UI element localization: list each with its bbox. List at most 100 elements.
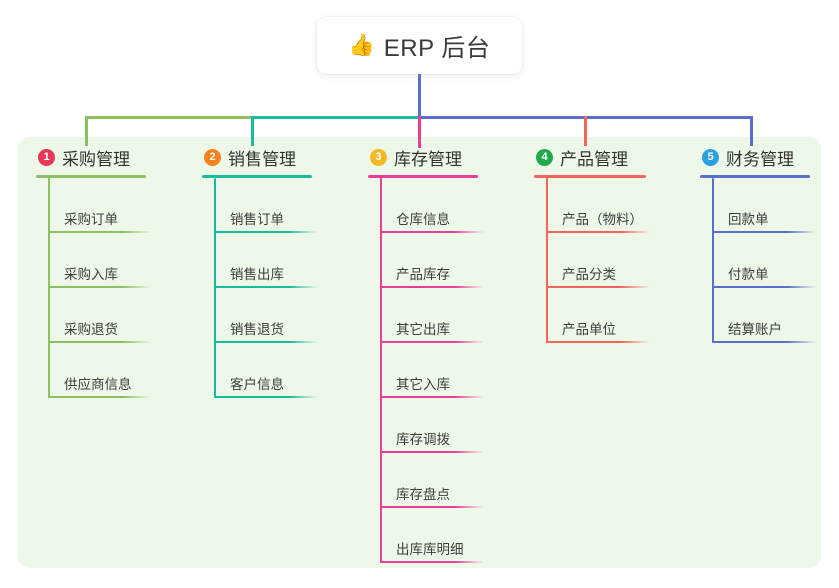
- column-header-rule-3: [368, 175, 478, 178]
- leaf-item-label: 采购退货: [64, 321, 118, 337]
- leaf-item-label: 其它出库: [396, 321, 450, 337]
- column-badge-1: 1: [38, 148, 55, 166]
- leaf-item-rule: [380, 341, 484, 343]
- leaf-item-rule: [546, 231, 650, 233]
- column-badge-4: 4: [536, 148, 553, 166]
- column-header-rule-4: [534, 175, 646, 178]
- leaf-item[interactable]: 销售订单: [214, 178, 326, 233]
- column-badge-2: 2: [204, 148, 221, 166]
- column-title-3: 库存管理: [394, 149, 462, 169]
- column-items-3: 仓库信息产品库存其它出库其它入库库存调拨库存盘点出库库明细: [380, 178, 492, 563]
- column-items-1: 采购订单采购入库采购退货供应商信息: [48, 178, 160, 398]
- leaf-item-rule: [380, 396, 484, 398]
- leaf-item[interactable]: 采购退货: [48, 288, 160, 343]
- column-header-3[interactable]: 3 库存管理: [368, 145, 492, 169]
- leaf-item-rule: [712, 231, 816, 233]
- column-title-5: 财务管理: [726, 149, 794, 169]
- leaf-item-rule: [380, 451, 484, 453]
- leaf-item-rule: [48, 396, 152, 398]
- column-header-4[interactable]: 4 产品管理: [534, 145, 658, 169]
- column-spine-4: [546, 178, 548, 343]
- column-header-2[interactable]: 2 销售管理: [202, 145, 326, 169]
- column-header-rule-1: [36, 175, 146, 178]
- column-items-5: 回款单付款单结算账户: [712, 178, 824, 343]
- leaf-item-label: 产品库存: [396, 266, 450, 282]
- leaf-item-rule: [380, 231, 484, 233]
- column-header-1[interactable]: 1 采购管理: [36, 145, 160, 169]
- leaf-item-rule: [214, 231, 318, 233]
- leaf-item-label: 结算账户: [728, 321, 782, 337]
- leaf-item-label: 库存盘点: [396, 486, 450, 502]
- column-badge-3: 3: [370, 148, 387, 166]
- leaf-item-label: 产品（物料）: [562, 211, 643, 227]
- leaf-item-rule: [48, 341, 152, 343]
- leaf-item[interactable]: 销售退货: [214, 288, 326, 343]
- leaf-item[interactable]: 销售出库: [214, 233, 326, 288]
- leaf-item-rule: [214, 341, 318, 343]
- column-badge-5: 5: [702, 148, 719, 166]
- column-title-4: 产品管理: [560, 149, 628, 169]
- leaf-item[interactable]: 产品单位: [546, 288, 658, 343]
- column-spine-5: [712, 178, 714, 343]
- leaf-item[interactable]: 库存盘点: [380, 453, 492, 508]
- leaf-item-rule: [380, 286, 484, 288]
- leaf-item[interactable]: 其它出库: [380, 288, 492, 343]
- root-node-label: ERP 后台: [383, 35, 491, 62]
- leaf-item-label: 供应商信息: [64, 376, 132, 392]
- leaf-item[interactable]: 付款单: [712, 233, 824, 288]
- leaf-item-label: 出库库明细: [396, 541, 464, 557]
- leaf-item[interactable]: 仓库信息: [380, 178, 492, 233]
- column-header-rule-2: [202, 175, 312, 178]
- leaf-item[interactable]: 出库库明细: [380, 508, 492, 563]
- leaf-item[interactable]: 回款单: [712, 178, 824, 233]
- column-1: 1 采购管理采购订单采购入库采购退货供应商信息: [36, 145, 160, 398]
- column-3: 3 库存管理仓库信息产品库存其它出库其它入库库存调拨库存盘点出库库明细: [368, 145, 492, 563]
- leaf-item[interactable]: 采购入库: [48, 233, 160, 288]
- leaf-item-label: 销售订单: [230, 211, 284, 227]
- leaf-item[interactable]: 产品（物料）: [546, 178, 658, 233]
- column-spine-3: [380, 178, 382, 563]
- column-5: 5 财务管理回款单付款单结算账户: [700, 145, 824, 343]
- root-node[interactable]: 👍 ERP 后台: [317, 17, 522, 74]
- column-4: 4 产品管理产品（物料） 产品分类产品单位: [534, 145, 658, 343]
- thumbs-up-icon: 👍: [348, 34, 375, 57]
- column-2: 2 销售管理销售订单销售出库销售退货客户信息: [202, 145, 326, 398]
- leaf-item-rule: [48, 231, 152, 233]
- leaf-item[interactable]: 结算账户: [712, 288, 824, 343]
- leaf-item[interactable]: 产品库存: [380, 233, 492, 288]
- column-spine-2: [214, 178, 216, 398]
- leaf-item[interactable]: 供应商信息: [48, 343, 160, 398]
- leaf-item-rule: [380, 561, 484, 563]
- leaf-item-label: 采购订单: [64, 211, 118, 227]
- leaf-item-label: 采购入库: [64, 266, 118, 282]
- leaf-item-rule: [546, 286, 650, 288]
- leaf-item-rule: [712, 286, 816, 288]
- leaf-item-label: 库存调拨: [396, 431, 450, 447]
- leaf-item-label: 回款单: [728, 211, 769, 227]
- column-header-rule-5: [700, 175, 810, 178]
- column-title-2: 销售管理: [228, 149, 296, 169]
- leaf-item-label: 产品单位: [562, 321, 616, 337]
- column-header-5[interactable]: 5 财务管理: [700, 145, 824, 169]
- leaf-item[interactable]: 其它入库: [380, 343, 492, 398]
- leaf-item-rule: [214, 396, 318, 398]
- leaf-item-label: 仓库信息: [396, 211, 450, 227]
- leaf-item-label: 其它入库: [396, 376, 450, 392]
- leaf-item-label: 销售退货: [230, 321, 284, 337]
- leaf-item[interactable]: 库存调拨: [380, 398, 492, 453]
- leaf-item[interactable]: 客户信息: [214, 343, 326, 398]
- leaf-item-label: 付款单: [728, 266, 769, 282]
- leaf-item-rule: [380, 506, 484, 508]
- leaf-item-label: 销售出库: [230, 266, 284, 282]
- leaf-item-label: 产品分类: [562, 266, 616, 282]
- column-title-1: 采购管理: [62, 149, 130, 169]
- column-items-2: 销售订单销售出库销售退货客户信息: [214, 178, 326, 398]
- leaf-item-rule: [712, 341, 816, 343]
- leaf-item[interactable]: 采购订单: [48, 178, 160, 233]
- column-items-4: 产品（物料） 产品分类产品单位: [546, 178, 658, 343]
- leaf-item[interactable]: 产品分类: [546, 233, 658, 288]
- leaf-item-rule: [546, 341, 650, 343]
- column-spine-1: [48, 178, 50, 398]
- diagram-panel: [18, 137, 821, 568]
- leaf-item-rule: [214, 286, 318, 288]
